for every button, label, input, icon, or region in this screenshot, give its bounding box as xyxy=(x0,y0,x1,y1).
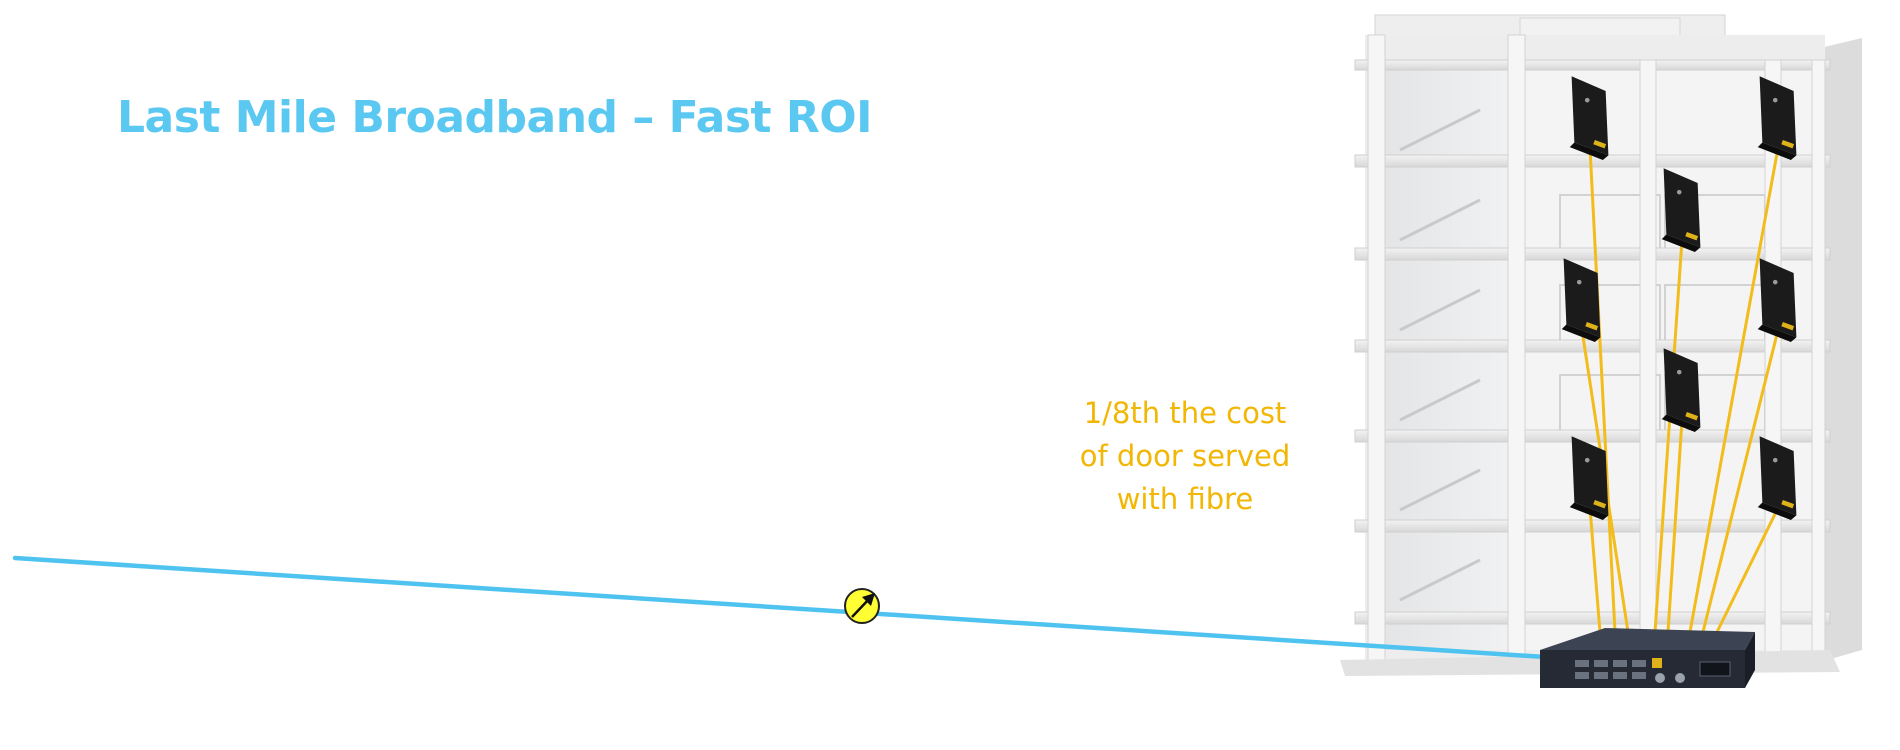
cost-note-line: of door served xyxy=(1079,439,1291,473)
signal-tap-icon xyxy=(844,588,880,624)
coax-cable xyxy=(1701,328,1780,634)
coax-cable xyxy=(1588,146,1617,634)
wall-modem-icon xyxy=(1757,258,1797,342)
coax-cable xyxy=(1666,418,1684,634)
cost-note-line: with fibre xyxy=(1116,482,1254,516)
wall-modem-icon xyxy=(1757,76,1797,160)
coax-cable xyxy=(1653,238,1684,634)
wall-modem-icon xyxy=(1569,76,1609,160)
wall-modem-icon xyxy=(1661,168,1701,252)
coax-cable xyxy=(1588,506,1602,634)
wall-modem-icon xyxy=(1661,348,1701,432)
rack-switch-icon xyxy=(1540,628,1755,688)
stair-flights xyxy=(1399,108,1481,602)
building-side-wall xyxy=(1820,38,1862,662)
modems xyxy=(1561,76,1797,520)
coax-cable xyxy=(1688,146,1780,634)
coax-cable xyxy=(1715,506,1780,634)
slide-title: Last Mile Broadband – Fast ROI xyxy=(117,92,873,143)
cost-note-line: 1/8th the cost xyxy=(1083,396,1287,430)
wall-modem-icon xyxy=(1757,436,1797,520)
floor-slabs xyxy=(1354,59,1831,625)
cost-comparison-note: 1/8th the cost of door served with fibre xyxy=(1045,392,1325,521)
wall-modem-icon xyxy=(1569,436,1609,520)
feed-line xyxy=(12,555,1548,660)
wall-modem-icon xyxy=(1561,258,1601,342)
